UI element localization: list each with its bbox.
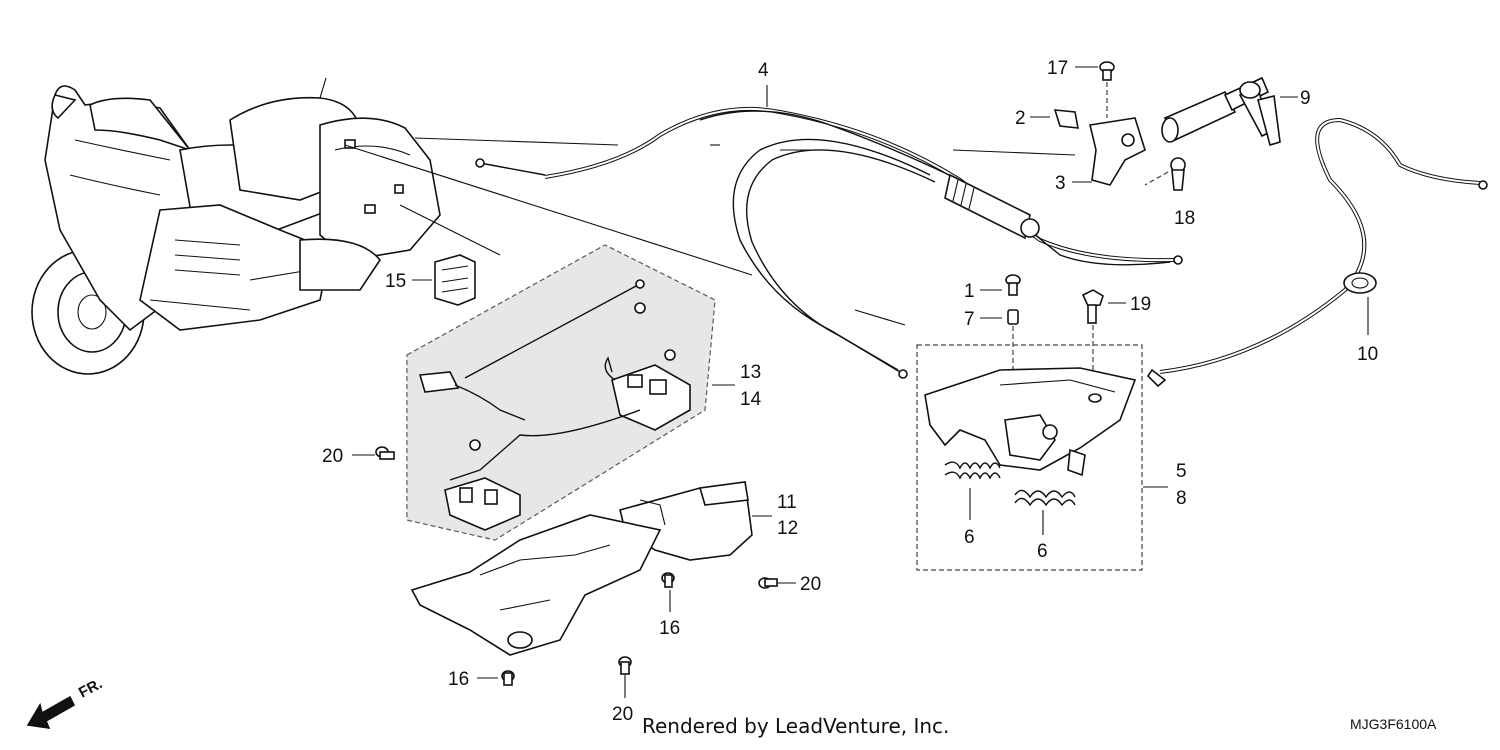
callout-19: 19 [1130,294,1151,315]
callout-20-lower: 20 [612,704,633,725]
part-18-bolt [1144,157,1186,191]
part-5-8-lever-assembly [916,344,1168,571]
callout-9: 9 [1300,88,1311,109]
callout-17: 17 [1047,58,1068,79]
part-15-connector [412,254,476,306]
rendered-by-credit: Rendered by LeadVenture, Inc. [642,714,949,738]
callout-8: 8 [1176,488,1187,509]
part-2-clip [1030,109,1079,129]
callout-6-right: 6 [1037,541,1048,562]
callout-12: 12 [777,518,798,539]
callout-15: 15 [385,271,406,292]
callout-1: 1 [964,281,975,302]
part-10-cable [1146,117,1488,388]
part-cover-lower [410,514,662,656]
callout-14: 14 [740,389,762,410]
part-9-key-cylinder [1161,76,1298,147]
part-3-bracket [1072,117,1146,186]
part-4-release-cable [475,85,1183,379]
part-6-spring-left [944,461,1001,520]
motorcycle-illustration [31,77,441,375]
callout-20-mid: 20 [800,574,821,595]
callout-2: 2 [1015,108,1026,129]
callout-3: 3 [1055,173,1066,194]
part-6-spring-right [1014,489,1076,535]
callout-6-left: 6 [964,527,975,548]
callout-5: 5 [1176,461,1187,482]
part-20-screw-mid [758,577,796,589]
callout-7: 7 [964,309,975,330]
fr-label: FR. [76,675,105,701]
part-13-14-latch-assembly [406,244,735,541]
callout-4: 4 [758,60,769,81]
part-17-screw [1075,61,1115,118]
front-direction-arrow: FR. [26,675,105,729]
part-20-screw-upper [352,446,395,460]
part-16-bolt-left [477,670,515,686]
diagram-code: MJG3F6100A [1350,716,1437,732]
part-20-screw-lower [618,656,632,698]
part-16-bolt-right [661,572,675,612]
callout-10: 10 [1357,344,1378,365]
part-1-bolt [980,274,1021,296]
callout-16-left: 16 [448,669,469,690]
callout-11: 11 [777,492,797,513]
part-19-bolt [1081,289,1126,390]
callout-16-right: 16 [659,618,680,639]
callout-13: 13 [740,362,761,383]
callout-18: 18 [1174,208,1195,229]
callout-labels: 4 17 2 3 9 18 15 1 7 19 10 13 14 20 5 8 … [322,58,1378,725]
callout-20-upper: 20 [322,446,343,467]
